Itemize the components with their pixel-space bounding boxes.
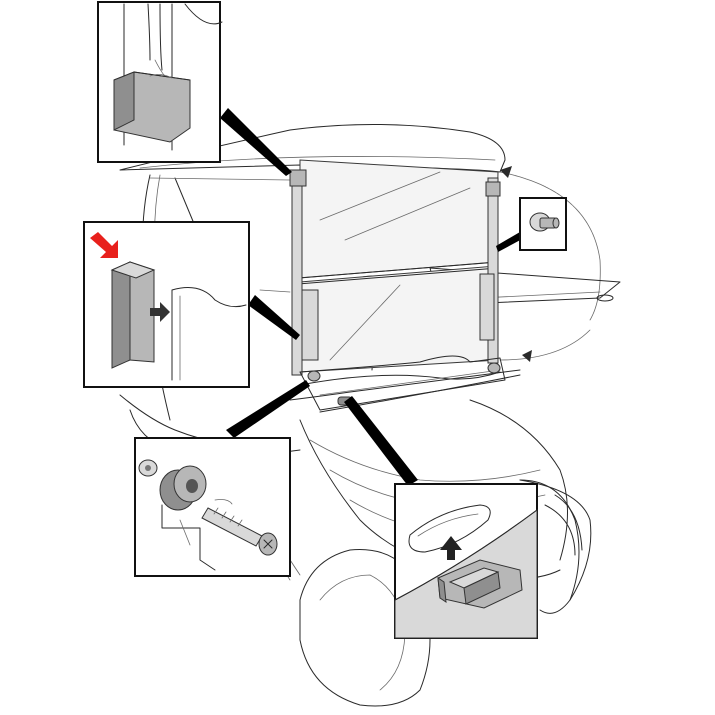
rotate-arrow-head-icon (522, 350, 532, 362)
inset-slot-fastener (394, 483, 538, 639)
push-arrow-icon (150, 302, 170, 322)
rubber-grommet-icon (159, 465, 207, 511)
push-in-fastener-icon (437, 559, 523, 609)
u-clip-icon (113, 71, 191, 143)
washer-icon (138, 459, 158, 477)
windshield-assembly (289, 159, 506, 411)
callout-pointers (220, 108, 524, 486)
inset-push-pin (519, 197, 567, 251)
inset-upper-clip (97, 1, 223, 163)
push-pin-icon (529, 212, 560, 232)
inset-grommet-bolt (134, 437, 291, 577)
inset-edge-channel (83, 221, 250, 388)
rotate-arrow-head-icon (500, 166, 512, 178)
channel-seal-icon (110, 261, 156, 369)
up-arrow-icon (440, 536, 462, 560)
red-arrow-icon (90, 232, 118, 258)
slot-icon (408, 504, 491, 553)
bolt-icon (201, 507, 278, 556)
